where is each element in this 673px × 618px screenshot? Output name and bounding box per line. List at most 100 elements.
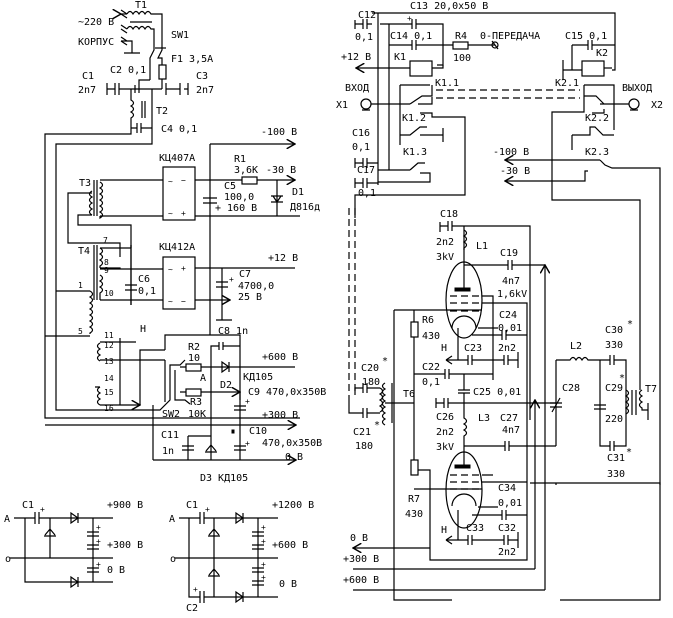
wire xyxy=(550,397,606,413)
label-c4: C4 0,1 xyxy=(161,124,197,135)
label-c31: C31 xyxy=(607,453,625,464)
label-r1: R1 xyxy=(234,154,246,165)
schematic-label: 15 xyxy=(104,388,114,397)
voltage-c5: + 160 В xyxy=(215,203,257,214)
schematic-label: + xyxy=(261,573,266,582)
label-c18: C18 xyxy=(440,209,458,220)
value-c20: 180 xyxy=(362,377,380,388)
schematic-label: + xyxy=(205,505,210,514)
label-k22: K2.2 xyxy=(585,113,609,124)
value-c3: 2n7 xyxy=(196,85,214,96)
label-c21: C21 xyxy=(353,427,371,438)
wire xyxy=(95,341,165,405)
label-m100-amp: -100 В xyxy=(493,147,529,158)
label-p300-ps: +300 В xyxy=(262,410,298,421)
voltage-c26: 3kV xyxy=(436,442,454,453)
label-r2: R2 xyxy=(188,342,200,353)
label-c10: C10 xyxy=(249,426,267,437)
wire xyxy=(414,369,538,408)
wire xyxy=(150,359,191,411)
wire xyxy=(445,328,519,368)
label-r3: R3 xyxy=(190,397,202,408)
wire xyxy=(378,162,431,183)
switch-sw2[interactable] xyxy=(150,359,191,411)
label-t2: T2 xyxy=(156,106,168,117)
value-c11: 1n xyxy=(162,446,174,457)
wire xyxy=(354,12,616,71)
label-sw2: SW2 xyxy=(162,409,180,420)
label-m30-ps: -30 В xyxy=(266,165,296,176)
schematic-label: + xyxy=(96,537,101,546)
label-x1: X1 xyxy=(336,100,348,111)
label-p600-ps: +600 В xyxy=(262,352,298,363)
wire xyxy=(551,84,641,300)
wire xyxy=(182,435,211,460)
wire xyxy=(624,300,649,420)
schematic-label: ~ xyxy=(168,177,173,186)
star-c29: * xyxy=(619,373,625,384)
schematic-label: ~ xyxy=(168,209,173,218)
wire xyxy=(93,245,104,300)
wire xyxy=(234,445,246,451)
component-shape xyxy=(454,287,471,292)
connector-x1[interactable] xyxy=(360,98,372,110)
value-c30: 330 xyxy=(605,340,623,351)
wire xyxy=(44,128,300,419)
resistor-r3 xyxy=(185,388,202,397)
wire xyxy=(445,510,519,548)
wire xyxy=(209,144,295,230)
label-c7: C7 xyxy=(239,269,251,280)
label-x2: X2 xyxy=(651,100,663,111)
label-c17: C17 xyxy=(357,165,375,176)
star-c20: * xyxy=(382,356,388,367)
label-t4: T4 xyxy=(78,246,90,257)
label-k23: K2.3 xyxy=(585,147,609,158)
connector-x2[interactable] xyxy=(628,98,640,110)
wire xyxy=(462,403,545,465)
wire xyxy=(126,10,163,45)
value-c26: 2n2 xyxy=(436,427,454,438)
label-m30-amp: -30 В xyxy=(500,166,530,177)
label-c3: C3 xyxy=(196,71,208,82)
wire xyxy=(378,382,393,426)
schematic-label: o xyxy=(5,554,11,565)
label-k2: K2 xyxy=(596,48,608,59)
wire xyxy=(129,89,153,128)
label-d1: D1 xyxy=(292,187,304,198)
label-input: ВХОД xyxy=(345,83,369,94)
label-c19: C19 xyxy=(500,248,518,259)
schematic-label: C1 xyxy=(186,500,198,511)
label-k21: K2.1 xyxy=(555,78,579,89)
schematic-label: o xyxy=(170,554,176,565)
wire xyxy=(120,9,128,34)
wire xyxy=(451,315,477,329)
schematic-label: + xyxy=(261,537,266,546)
label-p12-ps: +12 В xyxy=(268,253,298,264)
value-d1: Д816д xyxy=(290,202,320,213)
value-c18: 2n2 xyxy=(436,237,454,248)
label-f1: F1 3,5А xyxy=(171,54,213,65)
label-c1: C1 xyxy=(82,71,94,82)
component-shape xyxy=(454,464,471,469)
label-k1: K1 xyxy=(394,52,406,63)
label-c30: C30 xyxy=(605,325,623,336)
label-zero-ps: 0 В xyxy=(285,452,303,463)
wire xyxy=(125,245,137,305)
label-c28: C28 xyxy=(562,383,580,394)
wire xyxy=(353,265,545,591)
label-1200: +1200 В xyxy=(272,500,314,511)
label-0-m2: 0 В xyxy=(279,579,297,590)
label-h-ps: Н xyxy=(140,324,146,335)
resistor-r4 xyxy=(452,41,469,50)
schematic-label: + xyxy=(261,523,266,532)
schematic-label: 11 xyxy=(104,331,114,340)
schematic-label: 16 xyxy=(104,404,114,413)
label-a: А xyxy=(200,373,206,384)
value-c29: 220 xyxy=(605,414,623,425)
wire xyxy=(353,400,535,570)
switch-sw1[interactable] xyxy=(149,45,166,80)
label-0-m1: 0 В xyxy=(107,565,125,576)
schematic-label: + xyxy=(96,560,101,569)
star-c30: * xyxy=(627,319,633,330)
wire xyxy=(436,89,580,99)
